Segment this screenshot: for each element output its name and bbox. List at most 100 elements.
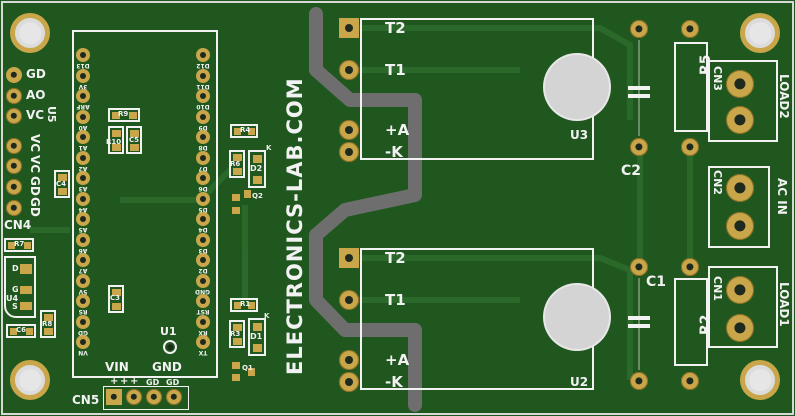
c1-pad-top[interactable]: [630, 258, 648, 276]
arduino-pin-left-vn[interactable]: VN: [76, 335, 90, 356]
r5-pad-bottom[interactable]: [681, 138, 699, 156]
cn2-pin-1[interactable]: [726, 174, 754, 202]
arduino-pin-label: D12: [196, 62, 210, 69]
u5-pin-gd[interactable]: [6, 67, 22, 83]
arduino-pin-right-d4[interactable]: D4: [196, 212, 210, 233]
c5-label: C5: [129, 136, 140, 144]
r10-footprint: [108, 126, 124, 154]
arduino-pin-right-d10[interactable]: D10: [196, 89, 210, 110]
triac-top-pin-a[interactable]: [339, 120, 359, 140]
cn5-pin-label-5: GD: [166, 378, 180, 387]
cn5-pin-2[interactable]: [126, 389, 142, 405]
r3-footprint: [229, 320, 245, 348]
cn4-pin-1[interactable]: [6, 138, 22, 154]
cn3-footprint: [708, 60, 778, 142]
cn4-pin-3[interactable]: [6, 179, 22, 195]
c3-label: C3: [110, 294, 121, 302]
cn4-pin-label-4: GD: [28, 197, 42, 217]
c6-label: C6: [16, 326, 27, 334]
u5-pin-label-gd: GD: [26, 67, 46, 81]
arduino-pin-left-a7[interactable]: A7: [76, 253, 90, 274]
arduino-pin-left-d13[interactable]: D13: [76, 48, 90, 69]
arduino-pin-right-d7[interactable]: D7: [196, 150, 210, 172]
arduino-pin-right-d3[interactable]: D3: [196, 232, 210, 254]
r5-body: [674, 42, 708, 132]
r3-label: R3: [230, 330, 241, 338]
d1-label: D1: [250, 332, 263, 341]
r5-pad-top[interactable]: [681, 20, 699, 38]
r7-footprint: [4, 238, 34, 252]
arduino-pin-right-gnd[interactable]: GND: [195, 273, 210, 295]
r1-footprint: [230, 298, 258, 312]
arduino-pin-left-a2[interactable]: A2: [76, 150, 90, 172]
c1-pad-bottom[interactable]: [630, 372, 648, 390]
triac-top-label-t2: T2: [385, 19, 406, 37]
arduino-pin-right-d9[interactable]: D9: [196, 109, 210, 131]
cn1-pin-2[interactable]: [726, 314, 754, 342]
arduino-pin-left-a0[interactable]: A0: [76, 109, 90, 131]
triac-bottom-pin-t1[interactable]: [339, 290, 359, 310]
q2-pad-a: [232, 194, 240, 201]
arduino-pin-left-rs[interactable]: RS: [76, 294, 90, 315]
arduino-pin-left-5v[interactable]: 5V: [76, 273, 90, 295]
cn3-pin-1[interactable]: [726, 70, 754, 98]
triac-bottom-pin-t2[interactable]: [339, 248, 359, 268]
triac-top-pin-k[interactable]: [339, 142, 359, 162]
cn1-pin-1[interactable]: [726, 276, 754, 304]
triac-bottom-pin-a[interactable]: [339, 350, 359, 370]
cn2-label: CN2: [711, 170, 724, 195]
r2-pad-top[interactable]: [681, 258, 699, 276]
u4-pin-label-d: D: [12, 264, 19, 273]
q1-pad-c: [248, 368, 255, 376]
u4-pin-label-g: G: [12, 285, 19, 294]
cn5-pin-label-4: GD: [146, 378, 160, 387]
cn2-pin-2[interactable]: [726, 212, 754, 240]
arduino-pin-right-d11[interactable]: D11: [196, 68, 210, 90]
arduino-pin-left-a1[interactable]: A1: [76, 130, 90, 151]
q1-pad-a: [232, 362, 240, 369]
c6-footprint: [6, 324, 36, 338]
arduino-pin-left-gd[interactable]: GD: [76, 314, 90, 336]
r2-pad-bottom[interactable]: [681, 372, 699, 390]
cn5-pin-3[interactable]: [146, 389, 162, 405]
triac-bottom-label-t1: T1: [385, 291, 406, 309]
cn5-pin-1[interactable]: [106, 389, 122, 405]
arduino-pin-left-a3[interactable]: A3: [76, 171, 90, 192]
triac-top-pin-t2[interactable]: [339, 18, 359, 38]
load1-label: LOAD1: [777, 282, 791, 327]
triac-top-body: [545, 55, 609, 119]
arduino-pin-right-d5[interactable]: D5: [196, 191, 210, 213]
arduino-pin-right-tx[interactable]: TX: [196, 335, 210, 356]
arduino-pin-right-d8[interactable]: D8: [196, 130, 210, 151]
arduino-pin-left-a4[interactable]: A4: [76, 191, 90, 213]
arduino-pin-right-d6[interactable]: D6: [196, 171, 210, 192]
cn5-pin-label-3: +: [130, 376, 139, 387]
r10-label: R10: [106, 138, 122, 146]
r8-label: R8: [42, 320, 53, 328]
arduino-pin-right-d12[interactable]: D12: [196, 48, 210, 69]
arduino-pin-left-a6[interactable]: A6: [76, 232, 90, 254]
u4-pad-d: [20, 264, 32, 274]
arduino-pin-right-rx[interactable]: RX: [196, 314, 210, 336]
arduino-pin-right-rst[interactable]: RST: [196, 294, 210, 315]
arduino-pin-label: A1: [78, 144, 88, 151]
u5-pin-vc[interactable]: [6, 108, 22, 124]
triac-bottom-pin-k[interactable]: [339, 372, 359, 392]
cn3-pin-2[interactable]: [726, 106, 754, 134]
u5-pin-ao[interactable]: [6, 88, 22, 104]
cn2-footprint: [708, 166, 770, 248]
arduino-pin-left-a5[interactable]: A5: [76, 212, 90, 233]
triac-top-pin-t1[interactable]: [339, 60, 359, 80]
c2-pad-bottom[interactable]: [630, 138, 648, 156]
arduino-pin-right-d2[interactable]: D2: [196, 253, 210, 274]
cn4-pin-2[interactable]: [6, 158, 22, 174]
cn5-pin-4[interactable]: [166, 389, 182, 405]
arduino-pin-left-3v[interactable]: 3V: [76, 68, 90, 90]
arduino-pin-left-arf[interactable]: ARF: [76, 89, 90, 110]
vin-label: VIN: [105, 360, 129, 374]
r9-footprint: [108, 108, 140, 122]
cn4-pin-4[interactable]: [6, 200, 22, 216]
c2-pad-top[interactable]: [630, 20, 648, 38]
c1-lead: [638, 278, 640, 370]
